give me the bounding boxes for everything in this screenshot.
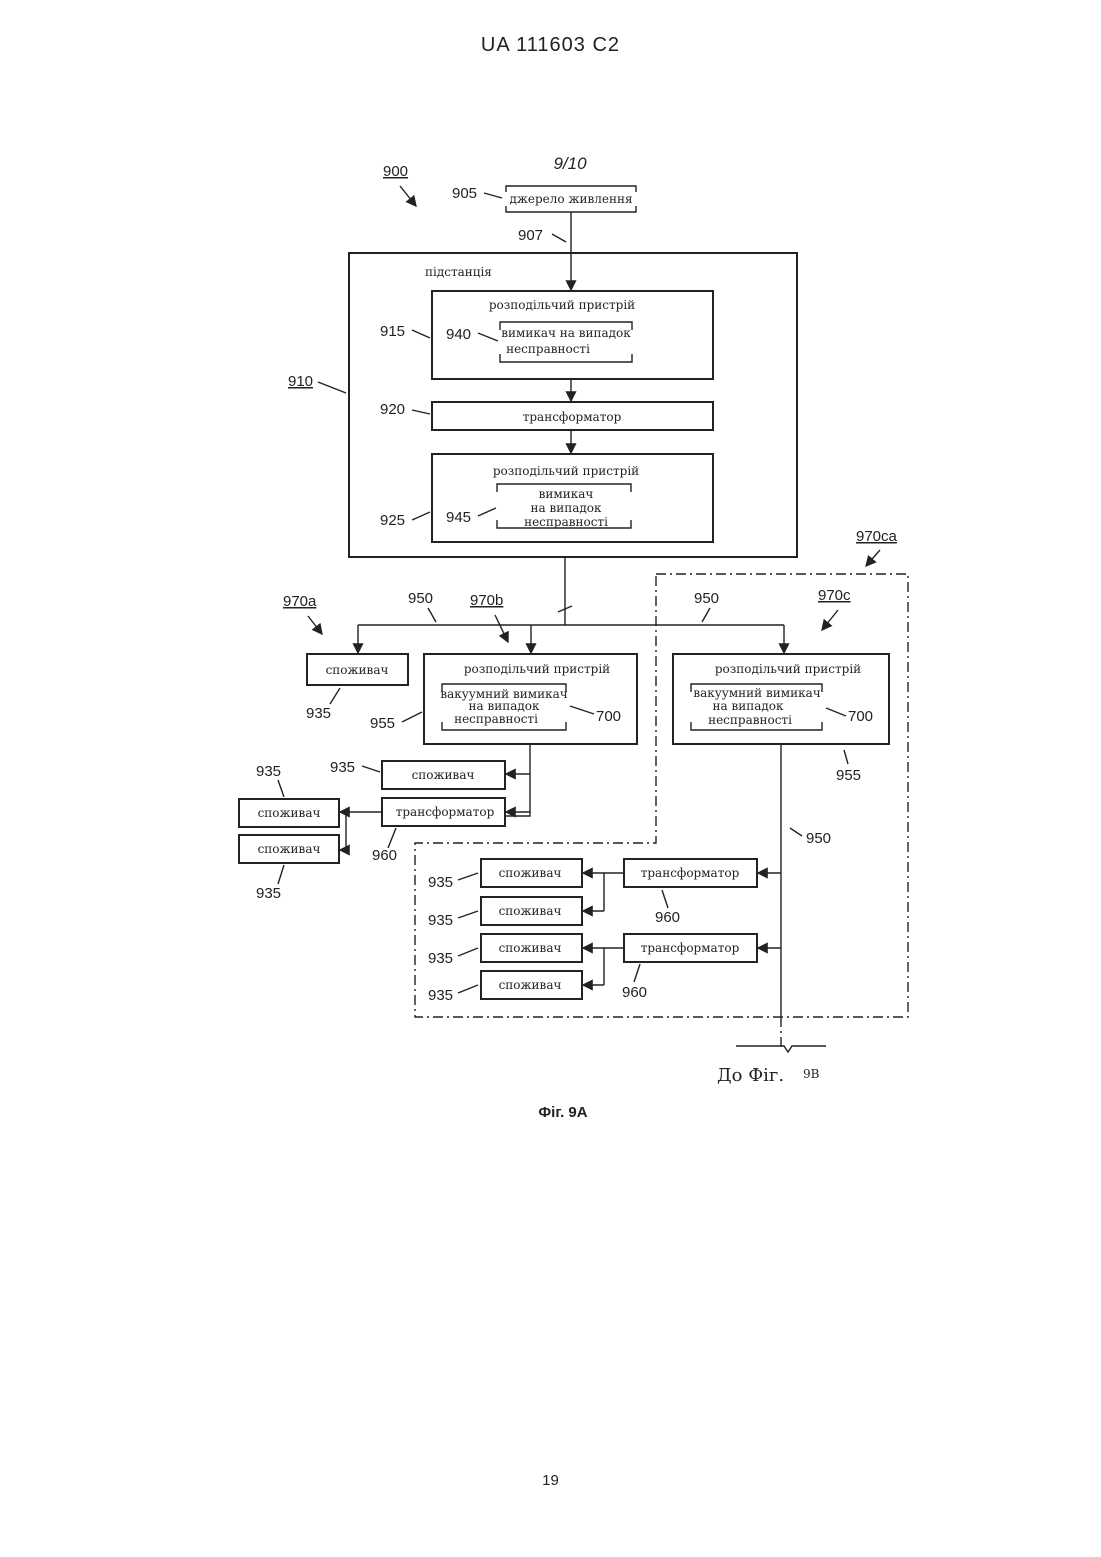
ref-950-a: 950 (408, 590, 433, 607)
ref-700-a: 700 (596, 708, 621, 725)
ref-935-h: 935 (428, 987, 453, 1004)
breaker-940-line2: несправності (506, 342, 590, 356)
ref-960-c: 960 (622, 984, 647, 1001)
consumer-left-1-label: споживач (258, 806, 321, 820)
consumer-left-2-label: споживач (258, 842, 321, 856)
ref-935-a: 935 (306, 705, 331, 722)
ref-910: 910 (288, 373, 313, 390)
transformer-lower-2-label: трансформатор (641, 941, 740, 955)
switchgear-970b-label: розподільчий пристрій (464, 662, 610, 676)
switchgear-915-label: розподільчий пристрій (489, 298, 635, 312)
vac-970b-line3: несправності (454, 712, 538, 726)
switchgear-925-label: розподільчий пристрій (493, 464, 639, 478)
figure-caption: Фіг. 9А (538, 1104, 587, 1121)
ref-955-a: 955 (370, 715, 395, 732)
substation-label: підстанція (425, 265, 492, 279)
ref-935-c: 935 (256, 763, 281, 780)
consumer-970a-label: споживач (326, 663, 389, 677)
transformer-970b-label: трансформатор (396, 805, 495, 819)
consumer-lower-2-label: споживач (499, 904, 562, 918)
to-figure-number: 9B (803, 1067, 820, 1081)
power-source-label: джерело живлення (509, 192, 632, 206)
sheet-number: 9/10 (553, 154, 587, 173)
switchgear-970c-label: розподільчий пристрій (715, 662, 861, 676)
ref-950-c: 950 (806, 830, 831, 847)
ref-970b: 970b (470, 592, 503, 609)
ref-970a: 970a (283, 593, 317, 610)
vac-970c-line2: на випадок (713, 699, 784, 713)
breaker-940-line1: вимикач на випадок (501, 326, 631, 340)
page-number: 19 (0, 1472, 1101, 1489)
consumer-lower-4-label: споживач (499, 978, 562, 992)
ref-935-b: 935 (330, 759, 355, 776)
ref-915: 915 (380, 323, 405, 340)
consumer-lower-1-label: споживач (499, 866, 562, 880)
ref-960-b: 960 (655, 909, 680, 926)
ref-935-e: 935 (428, 874, 453, 891)
ref-970c: 970c (818, 587, 851, 604)
ref-935-g: 935 (428, 950, 453, 967)
vac-970c-line3: несправності (708, 713, 792, 727)
ref-970ca: 970ca (856, 528, 898, 545)
ref-925: 925 (380, 512, 405, 529)
vac-970c-line1: вакуумний вимикач (693, 686, 820, 700)
ref-940: 940 (446, 326, 471, 343)
ref-950-b: 950 (694, 590, 719, 607)
ref-935-f: 935 (428, 912, 453, 929)
ref-960-a: 960 (372, 847, 397, 864)
transformer-lower-1-label: трансформатор (641, 866, 740, 880)
ref-907: 907 (518, 227, 543, 244)
transformer-920-label: трансформатор (523, 410, 622, 424)
ref-935-d: 935 (256, 885, 281, 902)
breaker-945-line1: вимикач (539, 487, 594, 501)
ref-920: 920 (380, 401, 405, 418)
consumer-lower-3-label: споживач (499, 941, 562, 955)
consumer-970b-label: споживач (412, 768, 475, 782)
breaker-945-line3: несправності (524, 515, 608, 529)
ref-700-b: 700 (848, 708, 873, 725)
vac-970b-line2: на випадок (469, 699, 540, 713)
to-figure-label: До Фіг. (717, 1065, 784, 1086)
ref-945: 945 (446, 509, 471, 526)
ref-900: 900 (383, 163, 408, 180)
breaker-945-line2: на випадок (531, 501, 602, 515)
ref-905: 905 (452, 185, 477, 202)
ref-955-b: 955 (836, 767, 861, 784)
